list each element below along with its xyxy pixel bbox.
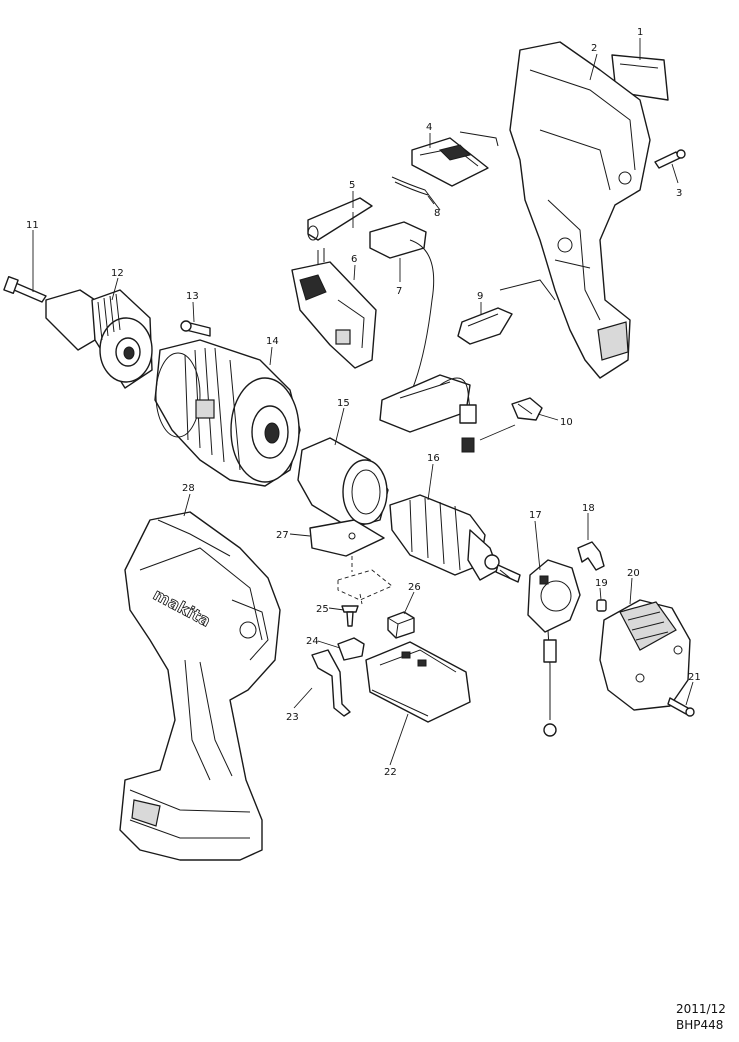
part-12-drill-chuck [45, 289, 153, 389]
part-16-armature [389, 494, 521, 583]
part-19-sleeve [596, 599, 607, 612]
part-5-lever [307, 197, 373, 241]
leader-lines [32, 38, 694, 766]
callout-3: 3 [676, 188, 682, 199]
callout-1: 1 [637, 27, 643, 38]
part-7-controller [369, 221, 477, 453]
part-18-clip [577, 541, 605, 571]
callout-15: 15 [337, 398, 350, 409]
callout-5: 5 [349, 180, 355, 191]
part-13-screw [180, 320, 211, 337]
part-15-magnet-housing [297, 437, 389, 529]
callout-21: 21 [688, 672, 701, 683]
part-9-rubber-pad [457, 307, 513, 345]
part-25-screw [341, 605, 359, 627]
callout-28: 28 [182, 483, 195, 494]
callout-11: 11 [26, 220, 39, 231]
part-26-cube [387, 611, 415, 639]
callout-27: 27 [276, 530, 289, 541]
footer-date: 2011/12 [676, 1002, 726, 1016]
callout-16: 16 [427, 453, 440, 464]
callout-22: 22 [384, 767, 397, 778]
part-22-terminal [365, 641, 471, 723]
part-21-screw [667, 697, 695, 717]
part-20-rear-cover [599, 599, 691, 711]
callout-8: 8 [434, 208, 440, 219]
part-24-block [337, 637, 365, 661]
callout-numbers: 1 2 3 4 5 6 7 8 9 10 11 12 13 14 15 16 1… [26, 27, 701, 778]
callout-4: 4 [426, 122, 432, 133]
part-14-gear-assembly [154, 339, 301, 487]
callout-23: 23 [286, 712, 299, 723]
part-8-spring [391, 176, 441, 211]
callout-10: 10 [560, 417, 573, 428]
callout-6: 6 [351, 254, 357, 265]
part-2-housing-right [499, 41, 651, 379]
footer-model-number: BHP448 [676, 1018, 724, 1032]
part-4-switch-button [411, 131, 499, 187]
callout-17: 17 [529, 510, 542, 521]
part-17-brush-holder [527, 559, 581, 737]
part-27-plate [309, 519, 393, 605]
callout-7: 7 [396, 286, 402, 297]
callout-13: 13 [186, 291, 199, 302]
callout-24: 24 [306, 636, 319, 647]
callout-19: 19 [595, 578, 608, 589]
callout-12: 12 [111, 268, 124, 279]
callout-14: 14 [266, 336, 279, 347]
callout-25: 25 [316, 604, 329, 615]
part-10-connector [511, 397, 543, 421]
callout-9: 9 [477, 291, 483, 302]
part-11-screw [3, 276, 47, 303]
callout-2: 2 [591, 43, 597, 54]
part-6-switch [291, 248, 377, 369]
part-23-bracket [311, 649, 351, 717]
callout-18: 18 [582, 503, 595, 514]
part-28-housing-left: makita [119, 511, 281, 861]
callout-26: 26 [408, 582, 421, 593]
callout-20: 20 [627, 568, 640, 579]
part-3-screw [654, 149, 686, 169]
